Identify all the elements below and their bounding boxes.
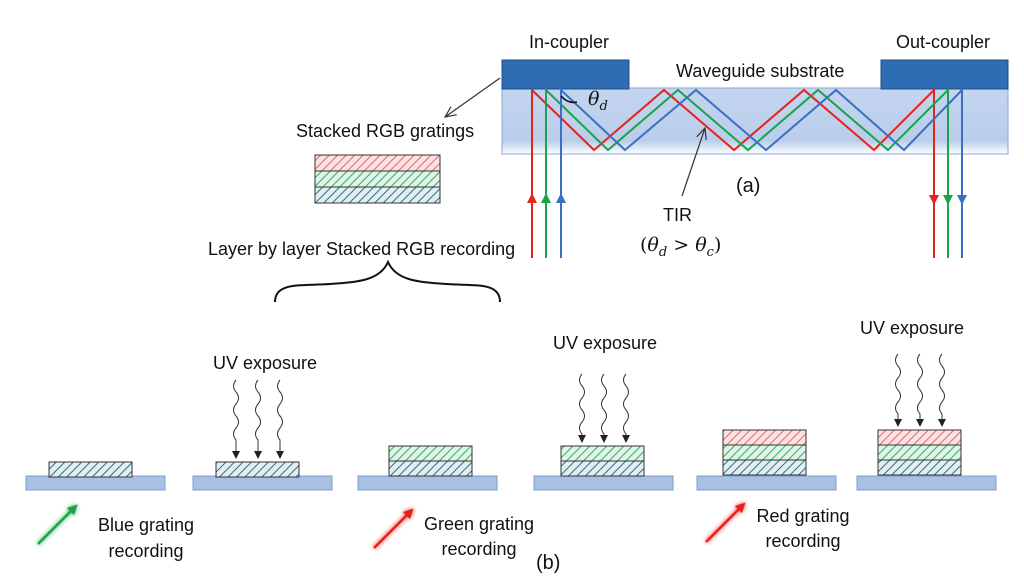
in-coupler-label: In-coupler: [529, 32, 610, 52]
tir-theta-c: θ: [695, 234, 707, 256]
tir-open-paren: (: [640, 234, 648, 256]
green-ray-path: [545, 87, 949, 258]
step5-blue-layer: [722, 459, 807, 476]
theta-d-label: θd: [588, 90, 608, 113]
step5-green-layer: [722, 444, 807, 461]
step4-blue-layer: [560, 460, 645, 477]
layer-by-layer-label: Layer by layer Stacked RGB recording: [208, 239, 516, 259]
uv-wave: [600, 373, 608, 443]
step2-blue-layer: [215, 461, 300, 478]
tir-pointer: [681, 128, 705, 197]
stacked-blue-layer: [314, 186, 441, 204]
blue-ray-path: [560, 87, 963, 258]
uv-wave: [938, 353, 946, 427]
out-coupler-label: Out-coupler: [896, 32, 991, 52]
theta-d-arc: [560, 95, 578, 104]
step3-red-beam-diagonal: [373, 508, 414, 549]
uv-wave: [254, 379, 262, 459]
tir-condition-label: (θd > θc): [640, 236, 721, 259]
tir-theta-d-sub: d: [658, 244, 668, 260]
panel-a-label: (a): [736, 175, 761, 197]
base-plate-4: [533, 475, 674, 491]
step5-red-layer: [722, 429, 807, 446]
stacked-green-layer: [314, 170, 441, 188]
uv-exposure-label-3: UV exposure: [860, 318, 965, 338]
out-coupler-block: [880, 59, 1009, 90]
green-grating-label-line1: Green grating: [423, 514, 535, 534]
step4-green-layer: [560, 445, 645, 462]
uv-wave: [578, 373, 586, 443]
step3-blue-layer: [388, 460, 473, 477]
uv-wave: [894, 353, 902, 427]
step3-green-layer: [388, 445, 473, 462]
step6-red-layer: [877, 429, 962, 446]
base-plate-6: [856, 475, 997, 491]
theta-d-subscript: d: [599, 98, 608, 114]
in-coupler-pointer: [445, 77, 501, 117]
tir-label: TIR: [663, 205, 692, 225]
uv-exposure-label-2: UV exposure: [553, 333, 658, 353]
step1-blue-layer: [48, 461, 133, 478]
step6-green-layer: [877, 444, 962, 461]
uv-wave: [622, 373, 630, 443]
base-plate-5: [696, 475, 837, 491]
stacked-rgb-gratings-label: Stacked RGB gratings: [296, 121, 475, 141]
stacked-red-layer: [314, 154, 441, 172]
in-coupler-block: [501, 59, 630, 90]
step1-green-beam-diagonal: [37, 504, 78, 545]
red-grating-label-line1: Red grating: [756, 506, 850, 526]
uv-wave: [232, 379, 240, 459]
curly-brace: [274, 259, 501, 303]
step5-red-beam-diagonal: [705, 502, 746, 543]
tir-greater-than: >: [667, 234, 696, 256]
theta-d-symbol: θ: [588, 88, 600, 110]
waveguide-substrate-label: Waveguide substrate: [676, 61, 845, 81]
base-plate-1: [25, 475, 166, 491]
uv-exposure-label-1: UV exposure: [213, 353, 318, 373]
base-plate-2: [192, 475, 333, 491]
tir-theta-c-sub: c: [706, 244, 714, 260]
step6-uv-waves: [894, 353, 946, 427]
panel-b: [25, 353, 997, 549]
step2-uv-waves: [232, 379, 284, 459]
uv-wave: [916, 353, 924, 427]
blue-grating-label-line2: recording: [108, 541, 184, 561]
base-plate-3: [357, 475, 498, 491]
green-grating-label-line2: recording: [441, 539, 517, 559]
blue-grating-label-line1: Blue grating: [97, 515, 195, 535]
tir-theta-d: θ: [647, 234, 659, 256]
uv-wave: [276, 379, 284, 459]
tir-close-paren: ): [713, 234, 722, 256]
red-ray-path: [531, 87, 935, 258]
panel-a: [314, 59, 1009, 258]
step6-blue-layer: [877, 459, 962, 476]
step4-uv-waves: [578, 373, 630, 443]
red-grating-label-line2: recording: [765, 531, 841, 551]
panel-b-label: (b): [536, 552, 561, 574]
